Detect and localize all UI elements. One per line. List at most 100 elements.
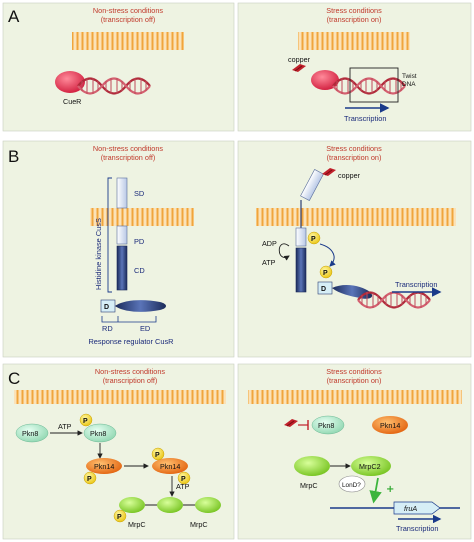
c-atp-1: ATP	[58, 422, 72, 431]
c-right-pkn14	[372, 416, 408, 434]
c-right-title-2: (transcription on)	[327, 376, 382, 385]
a-transcription-label: Transcription	[344, 114, 386, 123]
cuss-label: Histidine kinase CusS	[94, 218, 103, 290]
a-right-title-2: (transcription on)	[327, 15, 382, 24]
b-right-sd	[300, 169, 324, 201]
mrpc2-label: MrpC2	[359, 462, 381, 471]
frua-label: fruA	[404, 504, 417, 513]
cd-label: CD	[134, 266, 145, 275]
panel-a-backgrounds	[2, 2, 472, 132]
twist-label-2: DNA	[402, 81, 416, 88]
a-right-title-1: Stress conditions	[326, 6, 382, 15]
b-left-d-label: D	[104, 304, 109, 311]
phospho-2	[319, 265, 333, 279]
rd-ed-bracket	[101, 316, 157, 323]
phospho-1	[307, 231, 321, 245]
phospho-transfer-arrow	[319, 243, 336, 267]
pkn8-left-label: Pkn8	[22, 429, 38, 438]
c-green-arrow	[369, 477, 382, 504]
cusr-label: Response regulator CusR	[88, 337, 173, 346]
pd-label: PD	[134, 237, 144, 246]
mrpc-left-b	[157, 497, 183, 513]
twist-label-1: Twist	[402, 73, 417, 80]
sd-label: SD	[134, 189, 144, 198]
a-cuer-active	[311, 70, 339, 90]
c-phospho-pkn8	[79, 413, 93, 427]
b-right-cd	[295, 247, 307, 293]
b-left-title-2: (transcription off)	[101, 153, 156, 162]
cuer-label: CueR	[63, 97, 81, 106]
pkn8-right-label: Pkn8	[90, 429, 106, 438]
c-phospho-pkn14-right-a-label: P	[155, 452, 160, 459]
c-right-mrpc	[294, 456, 330, 476]
ed-label: ED	[140, 324, 150, 333]
a-left-title-1: Non-stress conditions	[93, 6, 164, 15]
lond	[338, 475, 366, 493]
c-phospho-pkn14-right-b-label: P	[181, 476, 186, 483]
a-right-membrane	[298, 32, 410, 50]
c-atp-2: ATP	[176, 482, 190, 491]
a-left-membrane	[72, 32, 184, 50]
cd-domain	[116, 245, 128, 291]
c-transcription-label: Transcription	[396, 524, 438, 533]
c-phospho-pkn8-label: P	[83, 418, 88, 425]
pd-domain	[116, 225, 128, 245]
pkn8-right	[83, 423, 117, 443]
panel-letter-b: B	[8, 147, 19, 166]
mrpc-left-a	[119, 497, 145, 513]
mrpc-right-label: MrpC	[190, 520, 208, 529]
cuer-protein	[55, 71, 85, 93]
atp-label: ATP	[262, 258, 276, 267]
c-right-pkn14-label: Pkn14	[380, 421, 400, 430]
phospho-2-label: P	[323, 270, 328, 277]
c-left-title-1: Non-stress conditions	[95, 367, 166, 376]
rd-label: RD	[102, 324, 113, 333]
c-right-pkn8-label: Pkn8	[318, 421, 334, 430]
mrpc-left-label: MrpC	[128, 520, 146, 529]
a-copper-label: copper	[288, 55, 311, 64]
pkn14-right	[152, 458, 188, 474]
b-transcription-label: Transcription	[395, 280, 437, 289]
b-right-membrane	[256, 208, 456, 226]
b-right-title-2: (transcription on)	[327, 153, 382, 162]
c-phospho-pkn14-left	[83, 471, 97, 485]
lond-label: LonD?	[342, 482, 361, 489]
c-phospho-mrpc-label: P	[117, 514, 122, 521]
panel-letter-c: C	[8, 369, 20, 388]
adp-atp-arrow	[278, 243, 290, 261]
b-left-membrane	[90, 208, 194, 226]
pkn14-left-label: Pkn14	[94, 462, 114, 471]
twist-dna-box	[349, 67, 399, 103]
cusr-effector	[115, 300, 166, 312]
a-left-title-2: (transcription off)	[101, 15, 156, 24]
c-right-mrpc-label: MrpC	[300, 481, 318, 490]
c-right-pkn8	[311, 415, 345, 435]
adp-label: ADP	[262, 239, 277, 248]
c-left-membrane	[14, 390, 226, 404]
b-copper-label: copper	[338, 171, 361, 180]
c-left-title-2: (transcription off)	[103, 376, 158, 385]
pkn8-left	[15, 423, 49, 443]
c-right-membrane	[248, 390, 462, 404]
panel-b-backgrounds	[2, 140, 472, 358]
c-phospho-pkn14-left-label: P	[87, 476, 92, 483]
b-left-title-1: Non-stress conditions	[93, 144, 164, 153]
c-right-title-1: Stress conditions	[326, 367, 382, 376]
mrpc2	[351, 456, 391, 476]
c-plus-sign: +	[386, 484, 394, 495]
c-phospho-mrpc	[113, 509, 127, 523]
mrpc-right	[195, 497, 221, 513]
frua-gene	[393, 501, 441, 515]
phospho-1-label: P	[311, 236, 316, 243]
b-right-d-label: D	[321, 286, 326, 293]
pkn14-left	[86, 458, 122, 474]
cuss-bracket	[107, 177, 112, 293]
b-right-title-1: Stress conditions	[326, 144, 382, 153]
c-phospho-pkn14-right-b	[177, 471, 191, 485]
b-right-pd	[295, 227, 307, 247]
c-phospho-pkn14-right-a	[151, 447, 165, 461]
pkn14-right-label: Pkn14	[160, 462, 180, 471]
panel-letter-a: A	[8, 7, 20, 26]
sd-domain	[116, 177, 128, 209]
